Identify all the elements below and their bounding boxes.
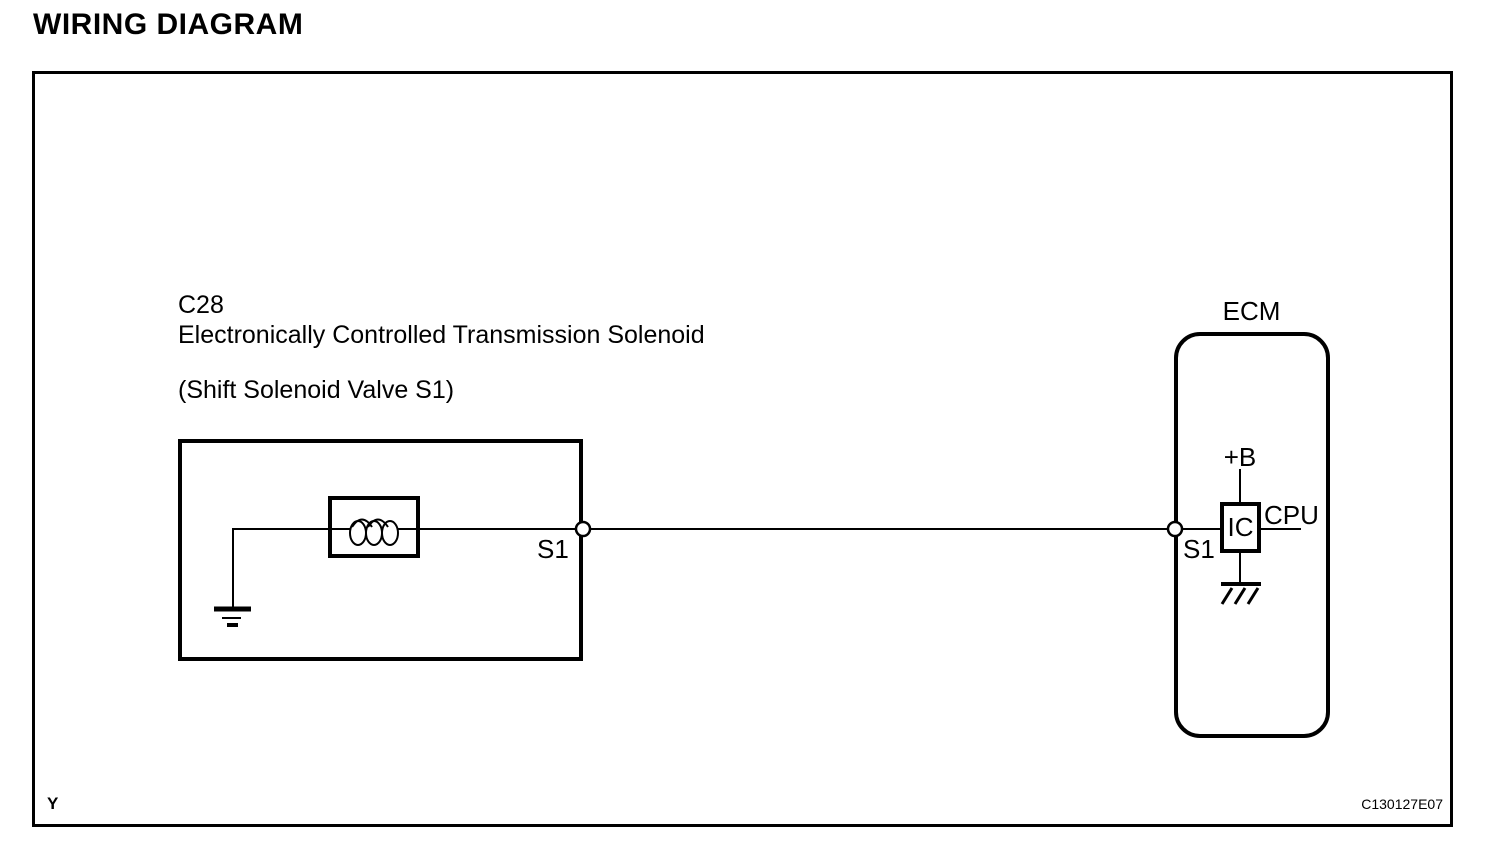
- solenoid-name: Electronically Controlled Transmission S…: [178, 321, 705, 349]
- diagram-frame: [32, 71, 1453, 827]
- ecm-cpu-label: CPU: [1264, 500, 1319, 530]
- inductor-coil-icon: [334, 518, 414, 546]
- page-corner-label: Y: [47, 794, 59, 813]
- figure-code: C130127E07: [1361, 796, 1443, 812]
- ground-icon: [214, 606, 251, 627]
- terminal-connector-icon-left: [574, 520, 592, 538]
- ground-hatch-icon: [1220, 582, 1261, 605]
- solenoid-subtitle: (Shift Solenoid Valve S1): [178, 376, 455, 404]
- solenoid-terminal-label: S1: [537, 534, 569, 564]
- solenoid-connector-code: C28: [178, 291, 224, 319]
- ic-label: IC: [1227, 512, 1254, 542]
- ic-box: IC: [1220, 502, 1261, 553]
- terminal-connector-icon-right: [1166, 520, 1184, 538]
- page-title: WIRING DIAGRAM: [33, 8, 304, 41]
- wire-ground-left: [232, 528, 334, 607]
- ecm-terminal-label: S1: [1183, 534, 1215, 564]
- ecm-label: ECM: [1222, 296, 1281, 326]
- coil-box: [328, 496, 420, 558]
- ecm-power-label: +B: [1223, 442, 1257, 472]
- solenoid-component-box: [178, 439, 583, 661]
